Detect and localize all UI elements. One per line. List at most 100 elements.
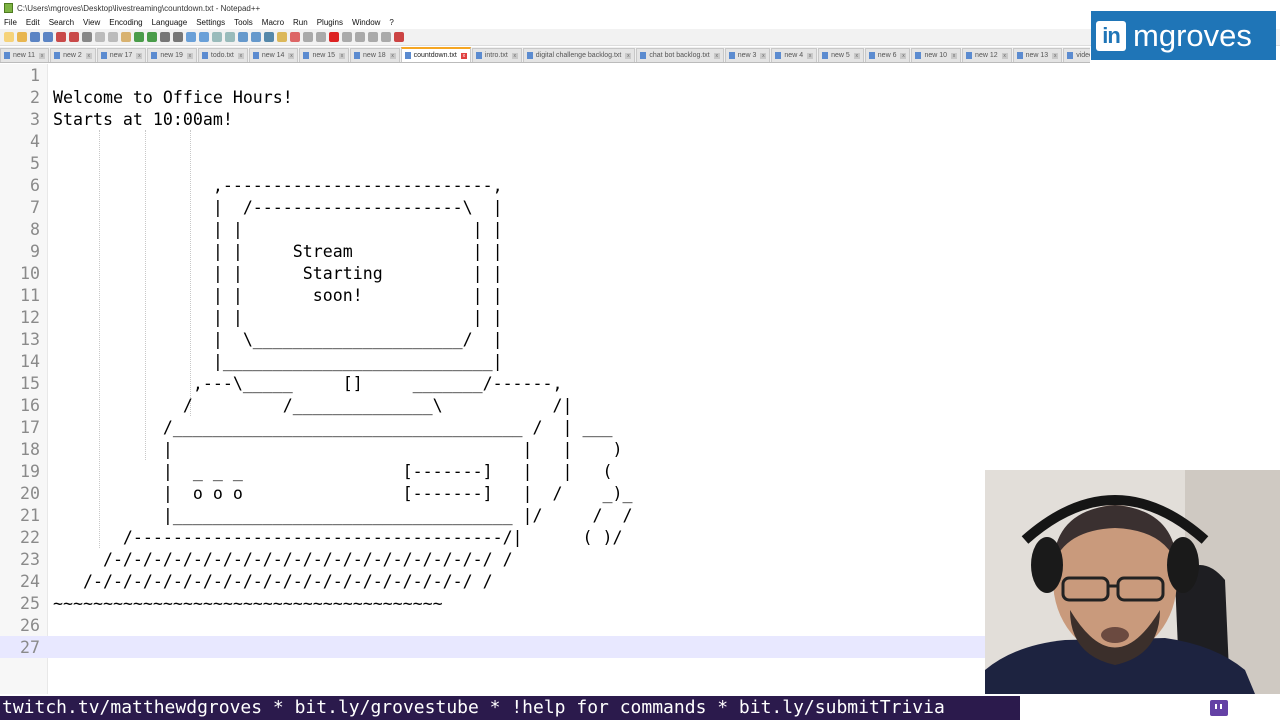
- close-tab-icon[interactable]: x: [389, 52, 396, 59]
- new-file-icon[interactable]: [4, 32, 14, 42]
- menu-plugins[interactable]: Plugins: [316, 18, 343, 27]
- function-list-icon[interactable]: [290, 32, 300, 42]
- close-tab-icon[interactable]: x: [853, 52, 860, 59]
- menu-file[interactable]: File: [4, 18, 17, 27]
- close-tab-icon[interactable]: x: [1052, 52, 1059, 59]
- menu-edit[interactable]: Edit: [25, 18, 40, 27]
- menu-macro[interactable]: Macro: [261, 18, 285, 27]
- editor-line[interactable]: 9 | | Stream | |: [0, 240, 1280, 262]
- zoom-in-icon[interactable]: [186, 32, 196, 42]
- doc-map-icon[interactable]: [277, 32, 287, 42]
- editor-line[interactable]: 12 | | | |: [0, 306, 1280, 328]
- editor-line[interactable]: 10 | | Starting | |: [0, 262, 1280, 284]
- menu-run[interactable]: Run: [293, 18, 308, 27]
- close-tab-icon[interactable]: x: [900, 52, 907, 59]
- close-tab-icon[interactable]: x: [136, 52, 143, 59]
- close-icon[interactable]: [56, 32, 66, 42]
- close-all-icon[interactable]: [69, 32, 79, 42]
- redo-icon[interactable]: [147, 32, 157, 42]
- stop-macro-icon[interactable]: [342, 32, 352, 42]
- editor-line[interactable]: 19 | _ _ _ [-------] | | (: [0, 460, 1280, 482]
- close-tab-icon[interactable]: x: [760, 52, 767, 59]
- editor-line[interactable]: 14 |___________________________|: [0, 350, 1280, 372]
- editor-line[interactable]: 20 | o o o [-------] | / _)_: [0, 482, 1280, 504]
- editor-line[interactable]: 17 /___________________________________ …: [0, 416, 1280, 438]
- replace-icon[interactable]: [173, 32, 183, 42]
- close-tab-icon[interactable]: x: [511, 52, 518, 59]
- editor-line[interactable]: 18 | | | ): [0, 438, 1280, 460]
- menu-view[interactable]: View: [83, 18, 101, 27]
- close-tab-icon[interactable]: x: [1001, 52, 1008, 59]
- save-icon[interactable]: [30, 32, 40, 42]
- editor-line[interactable]: 7 | /---------------------\ |: [0, 196, 1280, 218]
- zoom-out-icon[interactable]: [199, 32, 209, 42]
- menu-help[interactable]: ?: [389, 18, 394, 27]
- menu-encoding[interactable]: Encoding: [109, 18, 143, 27]
- save-macro-icon[interactable]: [381, 32, 391, 42]
- editor-line[interactable]: 26: [0, 614, 1280, 636]
- editor-line[interactable]: 23 /-/-/-/-/-/-/-/-/-/-/-/-/-/-/-/-/-/-/…: [0, 548, 1280, 570]
- close-tab-icon[interactable]: x: [186, 52, 193, 59]
- tab-video[interactable]: video: [1063, 48, 1090, 62]
- sync-horizontal-icon[interactable]: [225, 32, 235, 42]
- editor-line[interactable]: 11 | | soon! | |: [0, 284, 1280, 306]
- close-tab-icon[interactable]: x: [460, 52, 467, 59]
- close-tab-icon[interactable]: x: [288, 52, 295, 59]
- close-tab-icon[interactable]: x: [237, 52, 244, 59]
- editor-line[interactable]: 4: [0, 130, 1280, 152]
- editor-line[interactable]: 24 /-/-/-/-/-/-/-/-/-/-/-/-/-/-/-/-/-/-/…: [0, 570, 1280, 592]
- indent-guide-icon[interactable]: [264, 32, 274, 42]
- close-tab-icon[interactable]: x: [713, 52, 720, 59]
- close-tab-icon[interactable]: x: [625, 52, 632, 59]
- close-tab-icon[interactable]: x: [85, 52, 92, 59]
- close-tab-icon[interactable]: x: [39, 52, 46, 59]
- editor-line[interactable]: 8 | | | |: [0, 218, 1280, 240]
- editor-line[interactable]: 15 ,---\_____ [] _______/------,: [0, 372, 1280, 394]
- copy-icon[interactable]: [108, 32, 118, 42]
- run-macro-multiple-icon[interactable]: [368, 32, 378, 42]
- word-wrap-icon[interactable]: [238, 32, 248, 42]
- close-tab-icon[interactable]: x: [807, 52, 814, 59]
- close-tab-icon[interactable]: x: [951, 52, 958, 59]
- close-tab-icon[interactable]: x: [339, 52, 346, 59]
- spellcheck-icon[interactable]: [394, 32, 404, 42]
- folder-workspace-icon[interactable]: [303, 32, 313, 42]
- cut-icon[interactable]: [95, 32, 105, 42]
- paste-icon[interactable]: [121, 32, 131, 42]
- menu-window[interactable]: Window: [351, 18, 381, 27]
- editor-line[interactable]: 6 ,---------------------------,: [0, 174, 1280, 196]
- show-all-chars-icon[interactable]: [251, 32, 261, 42]
- editor-line[interactable]: 13 | \_____________________/ |: [0, 328, 1280, 350]
- menu-settings[interactable]: Settings: [196, 18, 226, 27]
- menu-search[interactable]: Search: [48, 18, 75, 27]
- menu-language[interactable]: Language: [151, 18, 188, 27]
- editor-line[interactable]: 5: [0, 152, 1280, 174]
- editor-line[interactable]: 25~~~~~~~~~~~~~~~~~~~~~~~~~~~~~~~~~~~~~~…: [0, 592, 1280, 614]
- editor-line[interactable]: 16 / /______________\ /|: [0, 394, 1280, 416]
- sync-vertical-icon[interactable]: [212, 32, 222, 42]
- play-macro-icon[interactable]: [355, 32, 365, 42]
- find-icon[interactable]: [160, 32, 170, 42]
- editor-line[interactable]: 22 /------------------------------------…: [0, 526, 1280, 548]
- undo-icon[interactable]: [134, 32, 144, 42]
- monitoring-icon[interactable]: [316, 32, 326, 42]
- menu-tools[interactable]: Tools: [234, 18, 253, 27]
